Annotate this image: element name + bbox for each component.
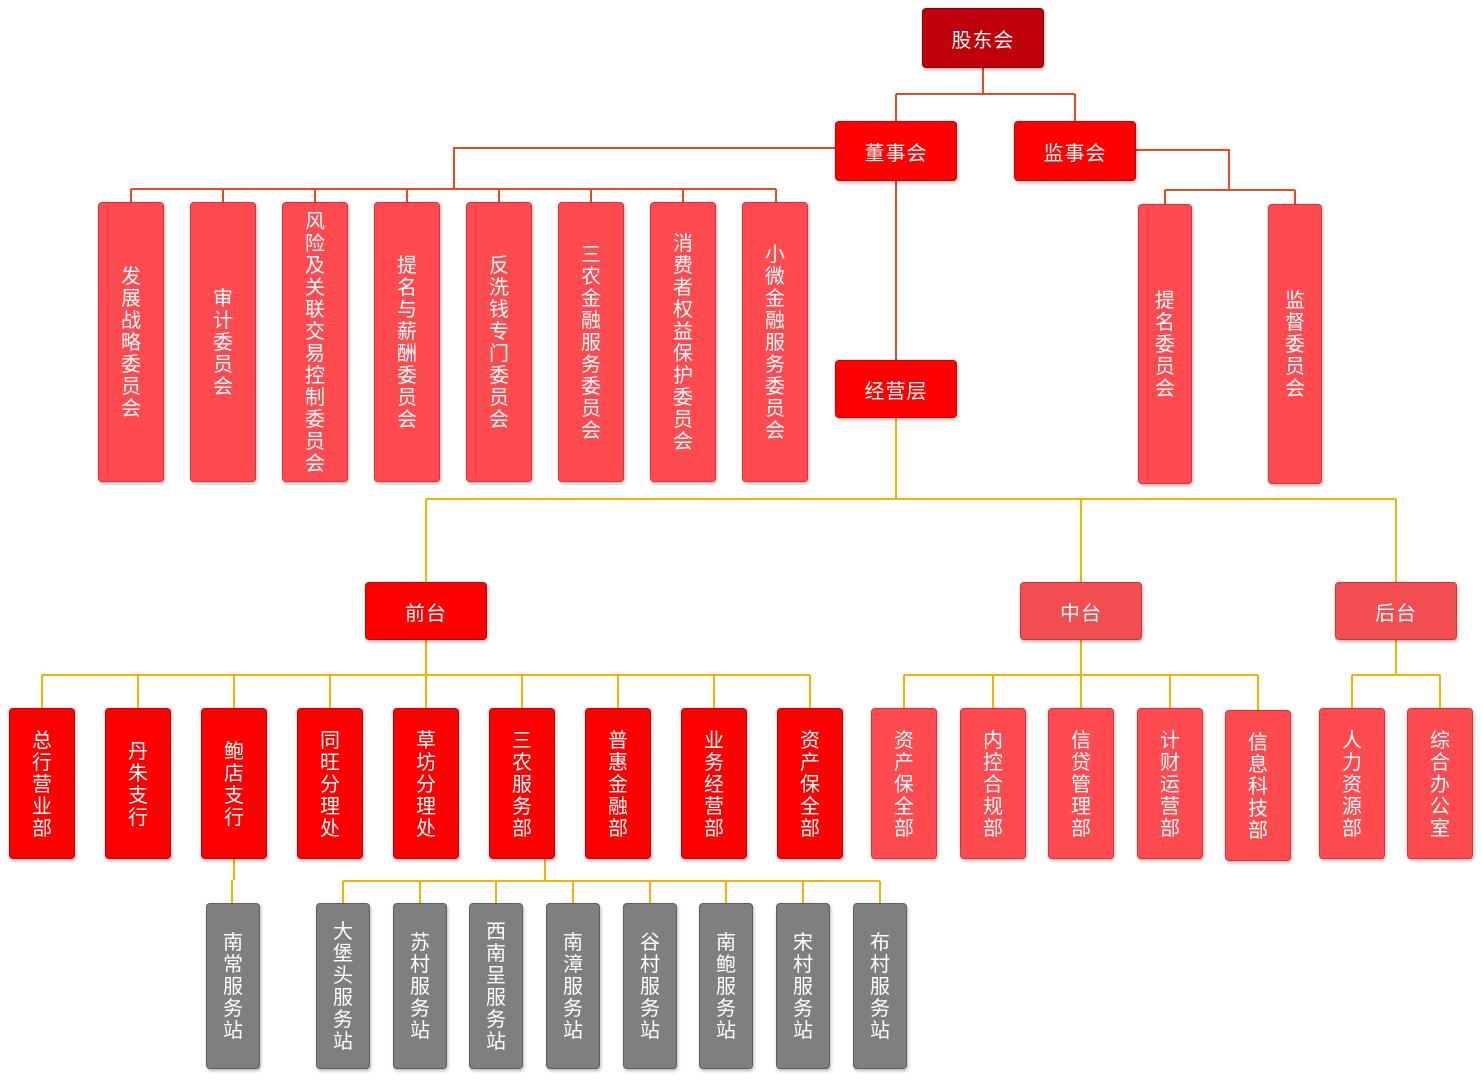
supervisor-committee: 监督委员会 — [1268, 204, 1322, 484]
board-committee: 提名与薪酬委员会 — [374, 202, 440, 482]
middle-department: 资产保全部 — [871, 708, 937, 859]
supervisor-committee: 提名委员会 — [1138, 204, 1192, 484]
node-front-office: 前台 — [365, 582, 487, 640]
connector-board-committees — [131, 147, 835, 190]
node-management: 经营层 — [835, 360, 957, 418]
service-station: 苏村服务站 — [393, 903, 447, 1069]
board-committee: 三农金融服务委员会 — [558, 202, 624, 482]
service-station: 南鲍服务站 — [699, 903, 753, 1069]
middle-department: 信息科技部 — [1225, 710, 1291, 861]
connector-front-departments — [42, 640, 810, 676]
front-department: 业务经营部 — [681, 708, 747, 859]
front-department: 同旺分理处 — [297, 708, 363, 859]
board-committee: 发展战略委员会 — [98, 202, 164, 482]
service-station: 谷村服务站 — [623, 903, 677, 1069]
back-department: 综合办公室 — [1407, 708, 1473, 859]
connector-back-departments — [1351, 640, 1441, 708]
service-station: 布村服务站 — [853, 903, 907, 1069]
node-back-office: 后台 — [1335, 582, 1457, 640]
front-department: 鲍店支行 — [201, 708, 267, 859]
connector-baodian-station — [231, 859, 235, 903]
front-department: 普惠金融部 — [585, 708, 651, 859]
service-station: 大堡头服务站 — [316, 903, 370, 1069]
middle-department: 内控合规部 — [960, 708, 1026, 859]
node-middle-office: 中台 — [1020, 582, 1142, 640]
board-committee: 风险及关联交易控制委员会 — [282, 202, 348, 482]
back-department: 人力资源部 — [1319, 708, 1385, 859]
middle-department: 信贷管理部 — [1048, 708, 1114, 859]
front-department: 丹朱支行 — [105, 708, 171, 859]
connector-management-offices — [425, 418, 1397, 582]
front-department: 三农服务部 — [489, 708, 555, 859]
middle-department: 计财运营部 — [1137, 708, 1203, 859]
board-committee: 审计委员会 — [190, 202, 256, 482]
connector-supervisor-committees — [1136, 149, 1296, 204]
front-department: 草坊分理处 — [393, 708, 459, 859]
board-committee: 消费者权益保护委员会 — [650, 202, 716, 482]
board-committee: 小微金融服务委员会 — [742, 202, 808, 482]
connector-middle-departments — [904, 640, 1258, 676]
front-department: 资产保全部 — [777, 708, 843, 859]
service-station: 西南呈服务站 — [469, 903, 523, 1069]
front-department: 总行营业部 — [9, 708, 75, 859]
connector-shareholders — [895, 68, 1076, 121]
node-shareholders: 股东会 — [922, 8, 1044, 68]
service-station: 宋村服务站 — [776, 903, 830, 1069]
service-station: 南漳服务站 — [546, 903, 600, 1069]
node-board: 董事会 — [835, 121, 957, 181]
node-supervisors: 监事会 — [1014, 121, 1136, 181]
connector-sannong-stations — [343, 859, 880, 882]
board-committee: 反洗钱专门委员会 — [466, 202, 532, 482]
service-station: 南常服务站 — [206, 903, 260, 1069]
